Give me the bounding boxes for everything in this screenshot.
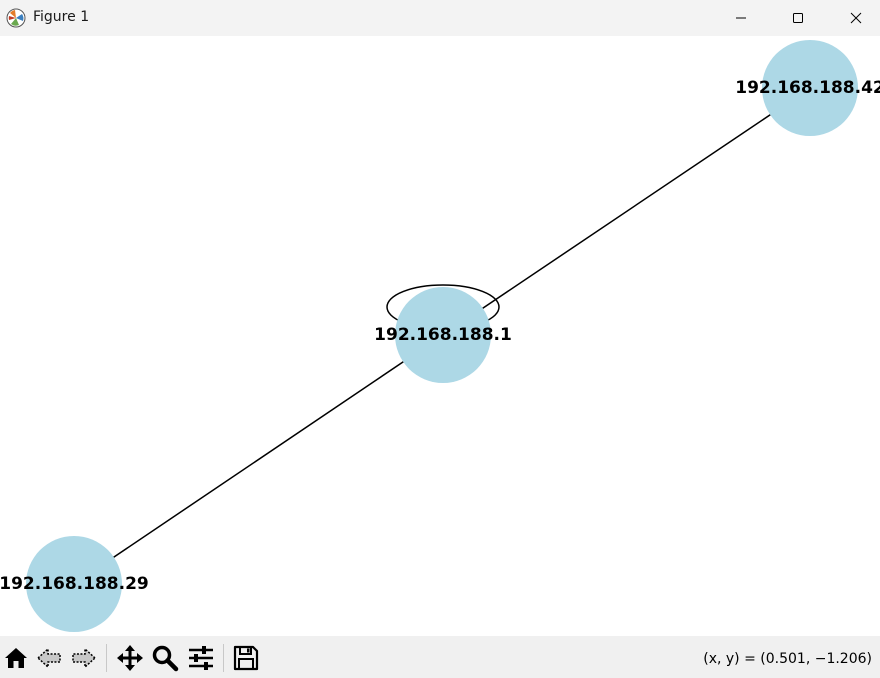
minimize-button[interactable] — [712, 0, 770, 36]
home-icon — [5, 648, 27, 668]
network-graph: 192.168.188.1 192.168.188.42 192.168.188… — [0, 40, 880, 632]
node-label: 192.168.188.42 — [735, 78, 880, 98]
graph-node[interactable] — [26, 536, 122, 632]
matplotlib-app-icon — [6, 8, 26, 28]
save-icon — [233, 645, 259, 671]
graph-edge — [442, 87, 811, 336]
toolbar-separator — [106, 644, 107, 672]
close-button[interactable] — [827, 0, 880, 36]
back-icon — [36, 647, 61, 669]
graph-node[interactable] — [395, 287, 491, 383]
node-label: 192.168.188.29 — [0, 574, 149, 594]
pan-button[interactable] — [115, 643, 145, 673]
close-icon — [850, 12, 862, 24]
maximize-button[interactable] — [769, 0, 827, 36]
maximize-icon — [793, 13, 803, 23]
window-title: Figure 1 — [33, 9, 90, 25]
forward-button[interactable] — [68, 643, 98, 673]
graph-node[interactable] — [762, 40, 858, 136]
graph-edge — [73, 334, 444, 585]
configure-subplots-button[interactable] — [186, 643, 216, 673]
minimize-icon — [736, 17, 746, 19]
node-label: 192.168.188.1 — [374, 325, 512, 345]
forward-icon — [72, 647, 97, 669]
toolbar-separator — [223, 644, 224, 672]
save-button[interactable] — [231, 643, 261, 673]
home-button[interactable] — [1, 643, 31, 673]
pan-icon — [117, 645, 143, 671]
zoom-icon — [152, 645, 179, 672]
labels-layer: 192.168.188.1 192.168.188.42 192.168.188… — [0, 78, 880, 594]
navigation-toolbar: (x, y) = (0.501, −1.206) — [0, 636, 880, 678]
nodes-layer — [26, 40, 858, 632]
title-bar: Figure 1 — [0, 0, 880, 36]
zoom-button[interactable] — [150, 643, 180, 673]
back-button[interactable] — [35, 643, 65, 673]
plot-canvas[interactable]: 192.168.188.1 192.168.188.42 192.168.188… — [0, 36, 880, 636]
configure-subplots-icon — [189, 646, 213, 670]
cursor-coordinates: (x, y) = (0.501, −1.206) — [703, 651, 872, 667]
